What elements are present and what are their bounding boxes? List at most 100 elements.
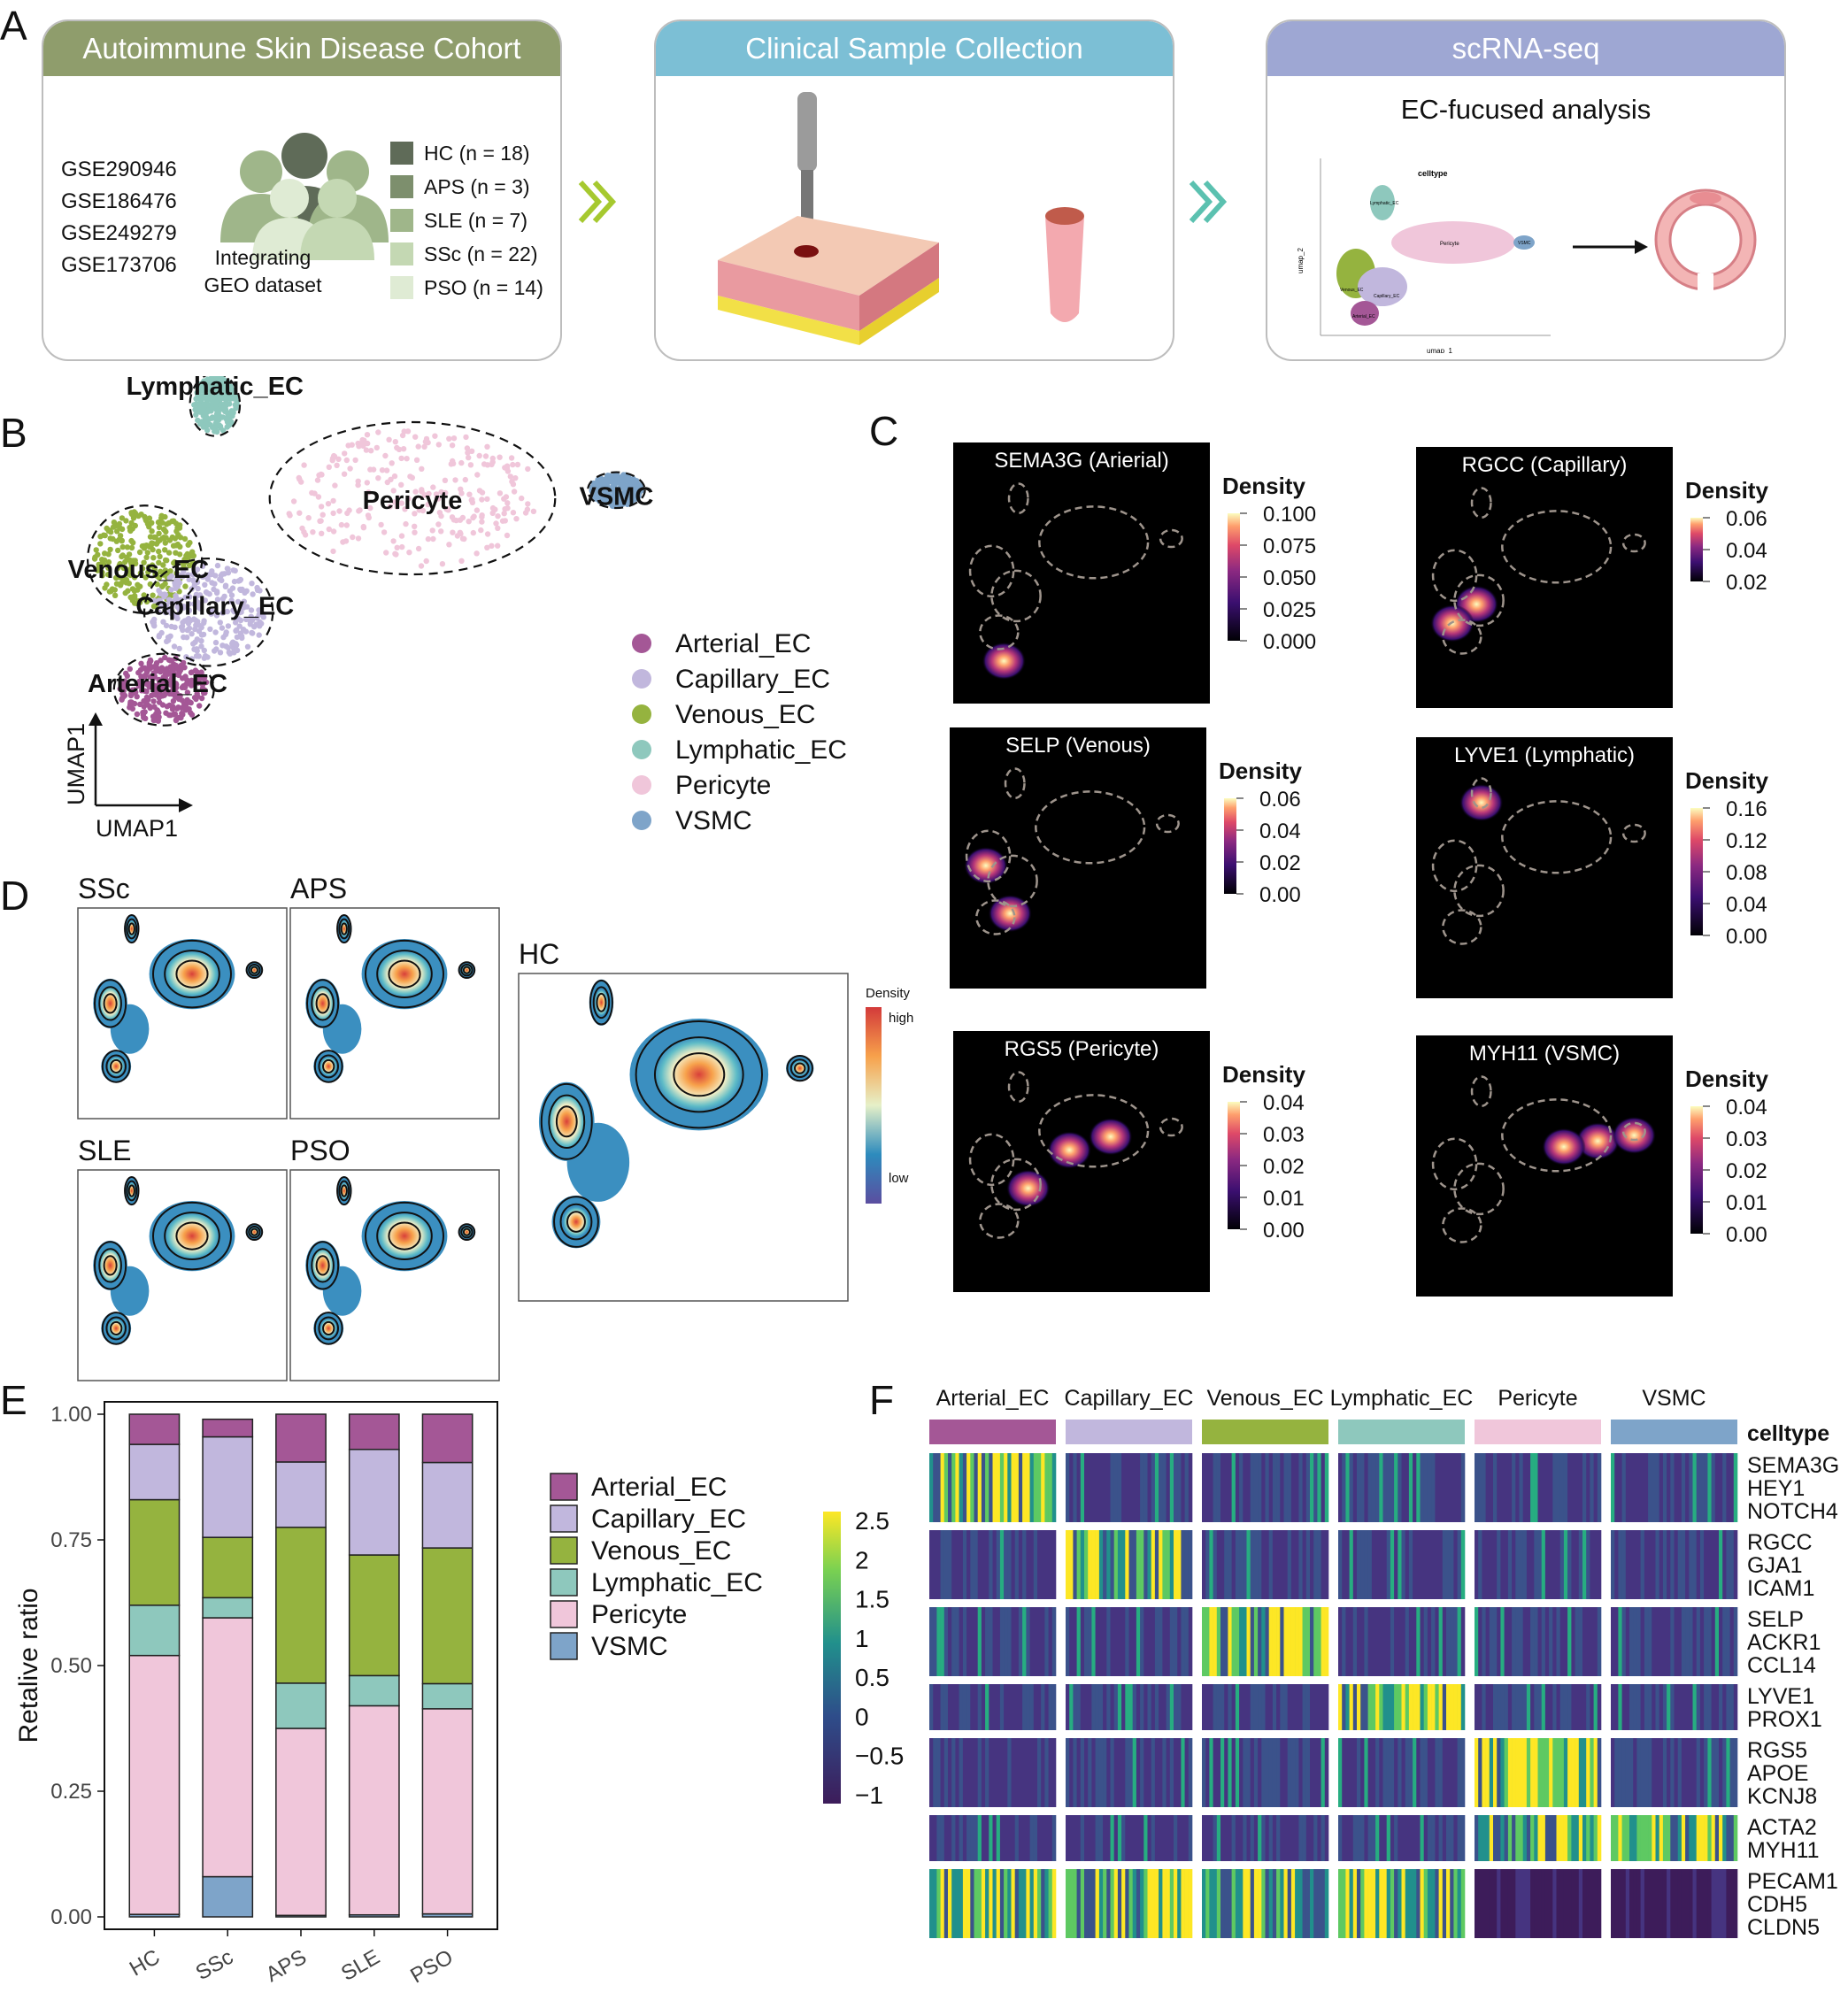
cell-point [128,511,135,518]
heatmap-stripe [943,1738,949,1807]
contour-line [101,1050,131,1083]
heatmap-stripe [1073,1815,1077,1861]
heatmap-stripe [1567,1684,1572,1730]
contour-hotspot [107,1319,125,1338]
heatmap-stripe [1534,1530,1538,1599]
cell-point [363,447,370,453]
heatmap-stripe [1169,1815,1174,1861]
cell-point [181,634,187,641]
cell-point [105,558,112,566]
cell-point [196,653,202,659]
heatmap-stripe [1166,1684,1171,1730]
heatmap-stripe [1475,1815,1479,1861]
heatmap-stripe [1652,1869,1656,1938]
cell-point [604,473,611,479]
heatmap-stripe [1276,1607,1281,1676]
contour-base [305,978,340,1028]
cell-point [93,547,99,553]
cell-point [150,687,157,693]
heatmap-stripe [1209,1453,1213,1522]
heatmap-stripe [1091,1869,1096,1938]
density-legend-title: Density [1685,1066,1768,1092]
heatmap-stripe [1593,1684,1598,1730]
cell-point [224,378,231,384]
cell-point [167,658,173,664]
heatmap-stripe [1390,1815,1395,1861]
heatmap-stripe [1722,1453,1727,1522]
cell-point [156,681,162,688]
heatmap-stripe [989,1607,993,1676]
cell-point [212,629,219,635]
heatmap-stripe [1317,1815,1321,1861]
cell-point [111,519,118,526]
heatmap-stripe [992,1815,997,1861]
heatmap-stripe [1711,1684,1716,1730]
colorbar-tick-label: 0.00 [1263,1219,1305,1243]
cell-point [392,550,398,557]
cell-point [150,698,157,704]
cell-point [174,615,181,621]
heatmap-stripe [1719,1815,1723,1861]
axis-x-label: UMAP1 [96,815,178,842]
legend-label: Lymphatic_EC [675,735,847,765]
heatmap-stripe [1453,1684,1458,1730]
bar-segment [202,1875,254,1918]
heatmap-stripe [1431,1815,1436,1861]
heatmap-stripe [1106,1453,1111,1522]
heatmap-stripe [1147,1530,1151,1599]
cell-point [212,639,219,646]
cell-point [209,568,215,574]
heatmap-stripe [1228,1815,1232,1861]
heatmap-stripe [1250,1684,1255,1730]
heatmap-stripe [1685,1869,1690,1938]
heatmap-stripe [1095,1530,1100,1599]
cell-point [379,467,386,473]
heatmap-stripe [1405,1684,1410,1730]
heatmap-stripe [1088,1453,1092,1522]
heatmap-stripe [1305,1869,1311,1938]
heatmap-stripe [1258,1453,1262,1522]
bar-segment [202,1435,254,1538]
heatmap-stripe [1556,1738,1560,1807]
heatmap-stripe [999,1607,1005,1676]
heatmap-stripe [1184,1453,1190,1522]
heatmap-stripe [1011,1530,1015,1599]
contour-base [786,1055,814,1081]
heatmap-stripe [1298,1530,1303,1599]
heatmap-stripe [1401,1684,1405,1730]
cell-point [170,669,176,675]
heatmap-stripe [943,1869,949,1938]
contour-hotspot [127,920,136,937]
cell-point [375,429,381,435]
heatmap-stripe [1552,1738,1557,1807]
heatmap-stripe [1069,1607,1074,1676]
heatmap-stripe [1235,1869,1240,1938]
cluster-label: Pericyte [363,487,463,515]
cell-point [207,626,213,633]
cell-point [595,496,602,503]
heatmap-stripe [1670,1607,1675,1676]
heatmap-stripe [1431,1453,1436,1522]
heatmap-stripe [1213,1453,1218,1522]
heatmap-stripe [1243,1869,1247,1938]
heatmap-stripe [1121,1815,1126,1861]
cell-point [466,491,473,497]
cell-point [162,547,168,553]
cell-point [195,672,201,679]
contour-line [306,1241,340,1290]
heatmap-stripe [1563,1684,1568,1730]
density-plot-title: RGS5 (Pericyte) [1005,1037,1159,1061]
heatmap-stripe [1500,1607,1505,1676]
skin-biopsy-illustration [718,92,1084,345]
cell-point [395,495,401,501]
heatmap-stripe [985,1815,989,1861]
heatmap-stripe [936,1530,941,1599]
colorbar-tick-label: 0.04 [1726,1096,1767,1120]
heatmap-stripe [1711,1869,1716,1938]
heatmap-stripe [1048,1607,1053,1676]
cell-point [489,542,495,549]
heatmap-stripe [1037,1738,1042,1807]
heatmap-stripe [1707,1607,1712,1676]
heatmap-stripe [970,1869,974,1938]
cell-point [495,542,501,549]
